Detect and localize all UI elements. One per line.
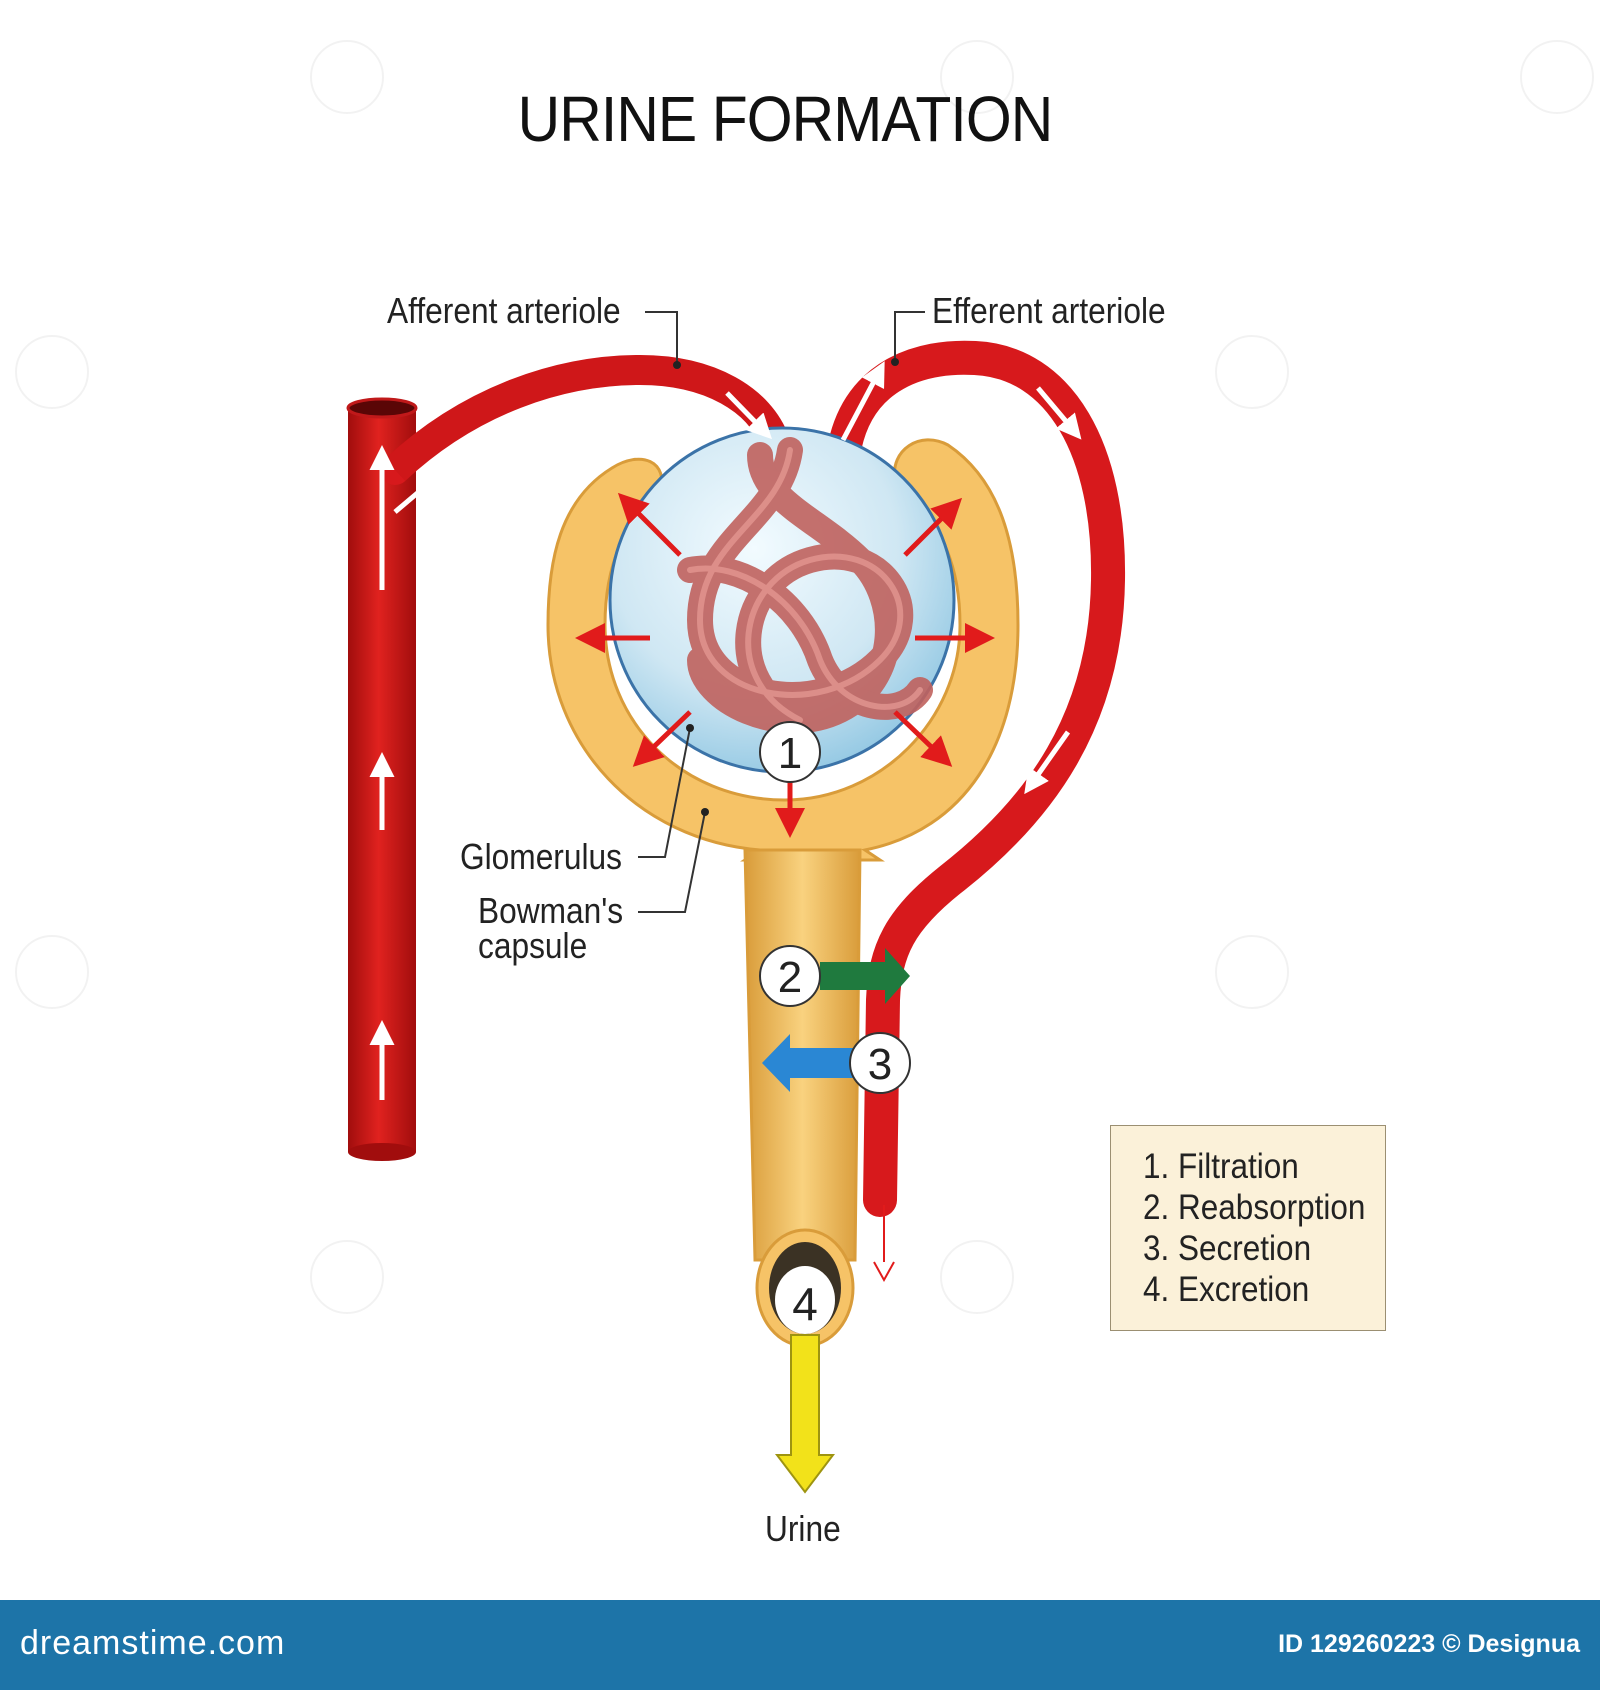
flow-arrow-icon: [369, 361, 1082, 1100]
watermark-icon: [310, 40, 384, 114]
leader-lines: [638, 311, 925, 913]
label-glomerulus: Glomerulus: [460, 836, 622, 877]
marker-3: 3: [849, 1032, 911, 1094]
legend-item-reabsorption: 2. Reabsorption: [1143, 1188, 1366, 1227]
label-afferent-arteriole: Afferent arteriole: [387, 290, 621, 331]
svg-text:1: 1: [778, 729, 802, 778]
footer-brand[interactable]: dreamstime.com: [20, 1624, 286, 1662]
legend-item-filtration: 1. Filtration: [1143, 1147, 1299, 1186]
svg-text:2: 2: [778, 953, 802, 1002]
label-urine: Urine: [765, 1508, 841, 1549]
label-bowmans-line2: capsule: [478, 925, 588, 966]
watermark-icon: [940, 40, 1014, 114]
secretion-arrow-icon: [762, 1034, 860, 1092]
bowmans-capsule: [546, 438, 1020, 862]
svg-text:3: 3: [868, 1040, 892, 1089]
legend-box: 1. Filtration 2. Reabsorption 3. Secreti…: [1110, 1125, 1386, 1331]
watermark-icon: [1520, 40, 1594, 114]
legend-item-secretion: 3. Secretion: [1143, 1229, 1312, 1268]
watermark-icon: [1215, 335, 1289, 409]
svg-text:4: 4: [792, 1278, 818, 1330]
watermark-icon: [1215, 935, 1289, 1009]
footer-image-id: ID 129260223 © Designua: [1278, 1630, 1580, 1658]
legend-item-excretion: 4. Excretion: [1143, 1270, 1310, 1309]
watermark-icon: [310, 1240, 384, 1314]
label-bowmans-line1: Bowman's: [478, 890, 624, 931]
label-efferent-arteriole: Efferent arteriole: [932, 290, 1166, 331]
diagram-title: URINE FORMATION: [517, 83, 1054, 155]
watermark-icon: [940, 1240, 1014, 1314]
watermark-icon: [15, 935, 89, 1009]
marker-1: 1: [759, 721, 821, 783]
efferent-arteriole: [828, 340, 1126, 1217]
afferent-arteriole: [380, 354, 790, 485]
excretion-arrow-icon: [774, 1334, 836, 1494]
footer-bar: dreamstime.com ID 129260223 © Designua: [0, 1600, 1600, 1690]
watermark-icon: [15, 335, 89, 409]
reabsorption-arrow-icon: [820, 948, 910, 1004]
marker-2: 2: [759, 945, 821, 1007]
marker-4: 4: [792, 1278, 818, 1330]
filtration-arrow-icon: [575, 492, 995, 838]
